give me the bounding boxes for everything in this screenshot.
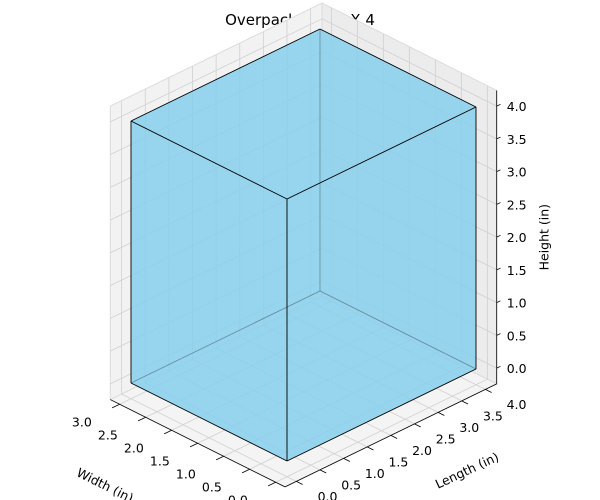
y-tick: [390, 435, 398, 439]
z-tick: [496, 136, 501, 140]
x-tick: [241, 468, 250, 474]
box-edge: [130, 120, 288, 200]
y-tick-label: 3.5: [483, 409, 503, 424]
box-edge-hidden: [319, 290, 477, 370]
box-edge: [130, 28, 321, 122]
grid-line-z: [321, 18, 497, 107]
box-edge: [286, 106, 477, 200]
x-tick: [137, 416, 146, 422]
z-tick: [496, 169, 501, 173]
tick-labels: 0.00.51.01.52.02.53.00.00.51.01.52.02.53…: [72, 99, 527, 500]
z-tick: [496, 234, 501, 238]
z-tick-label: 4.0: [507, 99, 527, 114]
y-tick: [437, 412, 445, 416]
x-tick-label: 3.0: [72, 415, 92, 430]
x-tick: [111, 403, 120, 409]
grid-line-z: [110, 18, 323, 123]
z-tick-label: 2.0: [507, 230, 527, 245]
grid-line-y: [121, 393, 297, 482]
y-tick: [414, 423, 421, 428]
z-tick-label: 0.0: [507, 361, 527, 376]
z-tick: [496, 365, 501, 369]
box-face-front-left: [131, 121, 287, 461]
box-edge: [319, 28, 477, 108]
box-edge: [130, 382, 288, 462]
z-axis-label: Height (in): [537, 204, 552, 270]
y-tick-label: 0.5: [341, 478, 361, 493]
z-tick: [496, 267, 501, 271]
x-tick: [215, 455, 224, 461]
x-tick-label: 1.0: [176, 467, 196, 482]
y-tick: [319, 469, 327, 474]
x-tick-label: 2.0: [124, 441, 144, 456]
z-tick-label: 1.0: [507, 296, 527, 311]
y-tick-label: 2.0: [412, 443, 432, 458]
box-face-front-right: [287, 107, 476, 461]
z-tick-label: 1.5: [507, 263, 527, 278]
x-tick: [189, 442, 198, 448]
y-tick-label: 1.0: [365, 466, 385, 481]
tick-marks: [110, 90, 501, 488]
z-tick-label: 0.5: [507, 328, 527, 343]
box-edges: [130, 28, 477, 462]
z-tick: [496, 333, 501, 336]
y-tick: [485, 389, 492, 393]
y-tick: [343, 458, 351, 462]
y-axis-label: Length (in): [433, 449, 501, 491]
x-tick-label: 2.5: [98, 428, 118, 443]
x-tick-label: 1.5: [150, 454, 170, 469]
z-tick-label: 3.0: [507, 165, 527, 180]
box-edge: [286, 368, 477, 462]
y-tick-label: 4.0: [507, 397, 527, 412]
box-face-top: [131, 29, 476, 199]
box-edge-hidden: [130, 290, 321, 384]
y-tick: [296, 481, 303, 485]
x-tick: [163, 429, 172, 435]
box-faces: [131, 29, 476, 461]
y-tick: [367, 446, 374, 451]
y-tick-label: 3.0: [459, 420, 479, 435]
z-tick-label: 3.5: [507, 132, 527, 147]
y-tick-label: 1.5: [388, 455, 408, 470]
y-tick: [461, 400, 469, 405]
z-tick: [496, 202, 501, 205]
z-tick-label: 2.5: [507, 197, 527, 212]
z-tick: [496, 103, 501, 107]
z-tick: [496, 300, 501, 304]
x-axis-label: Width (in): [74, 465, 136, 500]
x-tick: [267, 481, 276, 487]
x-tick-label: 0.0: [228, 493, 248, 500]
y-tick-label: 2.5: [436, 432, 456, 447]
x-tick-label: 0.5: [202, 480, 222, 495]
y-tick-label: 0.0: [318, 489, 338, 500]
